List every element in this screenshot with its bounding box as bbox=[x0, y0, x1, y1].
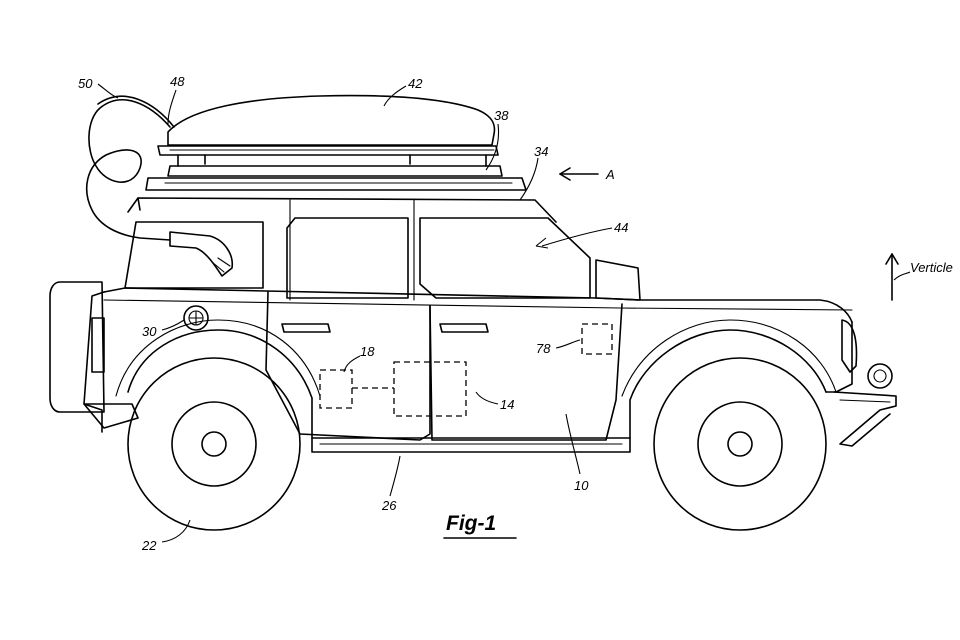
vertical-direction-indicator bbox=[885, 253, 911, 301]
figure-caption-group: Fig-1 bbox=[443, 512, 517, 539]
rear-wheel bbox=[127, 357, 301, 531]
charging-cable bbox=[85, 95, 234, 277]
vehicle-windows bbox=[124, 217, 591, 299]
callout-18: 18 bbox=[360, 344, 375, 359]
callout-22: 22 bbox=[141, 538, 157, 553]
vehicle-roof bbox=[127, 197, 557, 301]
callout-78: 78 bbox=[536, 341, 551, 356]
vertical-direction-label: Verticle bbox=[910, 260, 953, 275]
callout-10: 10 bbox=[574, 478, 589, 493]
roof-cargo-box bbox=[157, 94, 499, 167]
callout-48: 48 bbox=[170, 74, 185, 89]
vehicle-body bbox=[49, 259, 897, 453]
leader-lines bbox=[97, 83, 613, 543]
internal-components bbox=[319, 323, 613, 417]
front-wheel bbox=[653, 357, 827, 531]
roof-rack bbox=[145, 165, 527, 191]
view-arrow-label: A bbox=[605, 167, 615, 182]
callout-38: 38 bbox=[494, 108, 509, 123]
callout-30: 30 bbox=[142, 324, 157, 339]
view-arrow bbox=[559, 167, 599, 181]
callout-34: 34 bbox=[534, 144, 548, 159]
charge-port bbox=[183, 305, 209, 331]
callout-42: 42 bbox=[408, 76, 423, 91]
callout-50: 50 bbox=[78, 76, 93, 91]
callout-26: 26 bbox=[381, 498, 397, 513]
callout-44: 44 bbox=[614, 220, 628, 235]
figure-caption: Fig-1 bbox=[446, 512, 496, 535]
callout-14: 14 bbox=[500, 397, 514, 412]
